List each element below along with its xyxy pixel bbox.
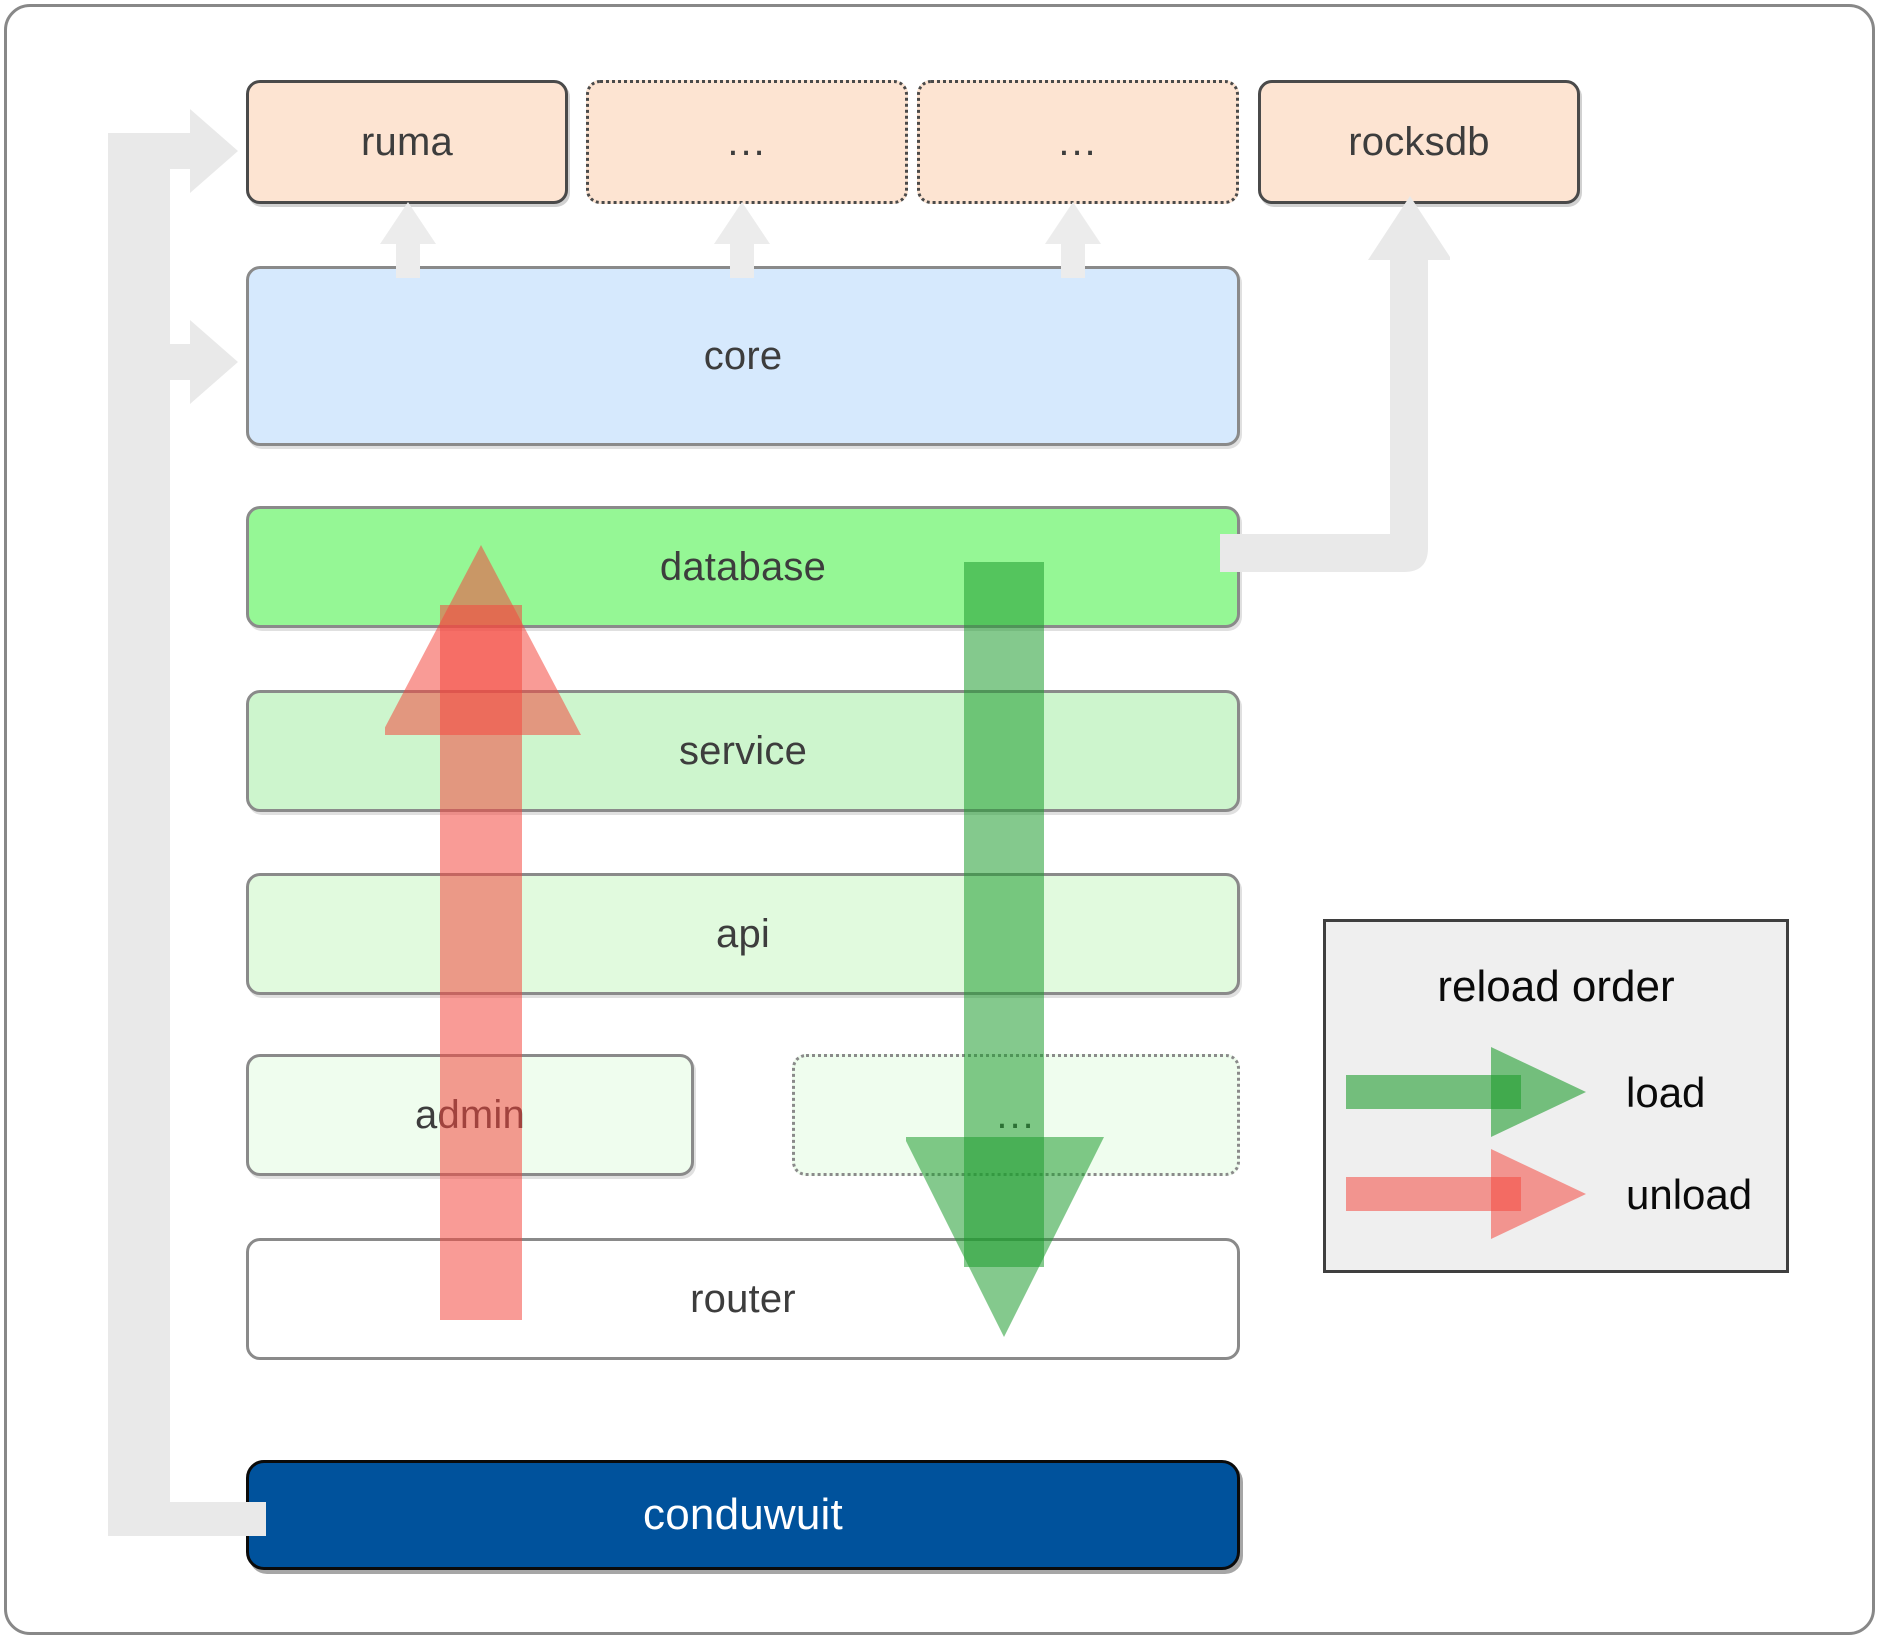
layer-label-service: service — [678, 728, 808, 773]
legend-unload-arrow-icon — [1346, 1149, 1586, 1239]
root-box-conduwuit[interactable]: conduwuit — [246, 1460, 1240, 1570]
dependency-label-placeholder-1: ... — [727, 120, 767, 164]
dependency-box-ruma[interactable]: ruma — [246, 80, 568, 204]
dependency-box-placeholder-1[interactable]: ... — [586, 80, 908, 204]
layer-box-database[interactable]: database — [246, 506, 1240, 628]
connector-core-to-dots1 — [714, 202, 770, 278]
layer-label-api: api — [716, 911, 770, 956]
layer-box-service[interactable]: service — [246, 690, 1240, 812]
connector-database-to-rocksdb — [1220, 196, 1450, 572]
legend-panel: reload order load unload — [1323, 919, 1789, 1273]
dependency-box-placeholder-2[interactable]: ... — [917, 80, 1239, 204]
dependency-label-ruma: ruma — [361, 119, 453, 164]
layer-label-database: database — [659, 544, 827, 589]
root-label-conduwuit: conduwuit — [643, 1490, 843, 1539]
layer-label-placeholder: ... — [996, 1093, 1036, 1137]
layer-box-admin[interactable]: admin — [246, 1054, 694, 1176]
dependency-label-rocksdb: rocksdb — [1348, 119, 1490, 164]
connector-conduwuit-to-ruma-and-core — [108, 138, 170, 1512]
layer-box-router[interactable]: router — [246, 1238, 1240, 1360]
dependency-box-rocksdb[interactable]: rocksdb — [1258, 80, 1580, 204]
legend-label-unload: unload — [1626, 1171, 1753, 1218]
layer-box-core[interactable]: core — [246, 266, 1240, 446]
legend-title: reload order — [1437, 962, 1675, 1011]
connector-arrow-to-ruma — [108, 109, 238, 193]
connector-from-conduwuit — [108, 1502, 266, 1536]
layer-label-core: core — [703, 333, 783, 378]
legend-load-arrow-icon — [1346, 1047, 1586, 1137]
layer-box-placeholder[interactable]: ... — [792, 1054, 1240, 1176]
layer-box-api[interactable]: api — [246, 873, 1240, 995]
legend-label-load: load — [1626, 1069, 1706, 1116]
connector-arrow-to-core — [108, 320, 238, 404]
connector-core-to-ruma — [380, 202, 436, 278]
diagram-frame — [4, 4, 1875, 1635]
connector-core-to-dots2 — [1045, 202, 1101, 278]
layer-label-router: router — [690, 1276, 796, 1321]
layer-label-admin: admin — [415, 1092, 525, 1137]
dependency-label-placeholder-2: ... — [1058, 120, 1098, 164]
